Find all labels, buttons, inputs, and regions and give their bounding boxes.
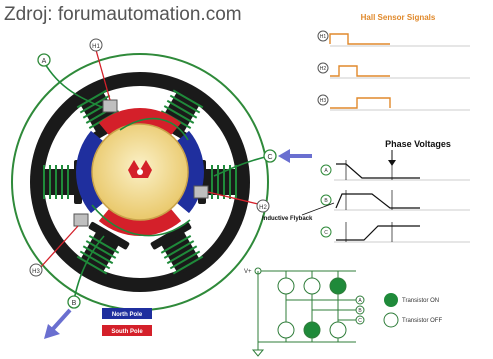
transistor-top-a (277, 277, 295, 295)
svg-text:A: A (324, 168, 328, 174)
stator-coil (43, 165, 69, 199)
ground-symbol (251, 342, 265, 357)
transistor-on-swatch (384, 293, 398, 307)
hall-label-h2: H2 (256, 199, 270, 213)
transistor-off-label: Transistor OFF (402, 318, 442, 324)
terminal-b: B (67, 295, 81, 309)
transistor-top-b (303, 277, 321, 295)
bridge-output-a: A (355, 295, 365, 305)
svg-text:C: C (267, 154, 272, 161)
hall-trace-h3: H3 (317, 94, 470, 111)
phase-traces: A B C (320, 150, 470, 243)
stator-coil (211, 165, 237, 199)
inverter-bridge: V+ ABC Transistor ON Transistor OFF (244, 267, 442, 357)
hall-trace-h2: H2 (317, 62, 470, 79)
stator-coil (160, 234, 204, 275)
svg-text:A: A (358, 298, 362, 304)
hall-signals-title: Hall Sensor Signals (361, 13, 436, 22)
phase-trace-b: B (320, 190, 470, 211)
stator-coil (76, 234, 120, 275)
svg-text:H2: H2 (259, 205, 267, 211)
phase-voltages-title: Phase Voltages (385, 139, 451, 149)
bridge-output-b: B (355, 305, 365, 315)
transistor-legend: Transistor ON Transistor OFF (383, 293, 442, 328)
svg-text:H1: H1 (320, 34, 327, 40)
hall-label-h1: H1 (89, 38, 103, 52)
pole-legend: North Pole South Pole (102, 308, 152, 336)
transistor-bottom-c (329, 321, 347, 339)
transistor-off-swatch (383, 312, 399, 328)
hall-sensors (39, 49, 259, 269)
hall-sensor-h2 (193, 185, 209, 199)
svg-text:H3: H3 (320, 98, 327, 104)
svg-text:B: B (324, 198, 328, 204)
commutation-marker-head (388, 160, 396, 166)
svg-text:C: C (324, 230, 328, 236)
hall-sensor-h3 (73, 213, 89, 227)
svg-text:C: C (358, 318, 362, 324)
svg-text:A: A (42, 58, 47, 65)
svg-text:H1: H1 (92, 44, 100, 50)
svg-text:B: B (358, 308, 362, 314)
phase-voltages-panel: Phase Voltages A B C Inductive Flyback (262, 139, 470, 243)
transistor-bottom-a (277, 321, 295, 339)
svg-text:H2: H2 (320, 66, 327, 72)
rotor-center-icon (128, 160, 152, 178)
terminal-a: A (37, 53, 51, 67)
north-pole-swatch (102, 308, 152, 319)
transistor-bottom-b (303, 321, 321, 339)
transistor-on-label: Transistor ON (402, 298, 439, 304)
svg-text:V+: V+ (244, 269, 252, 275)
svg-text:H3: H3 (32, 269, 40, 275)
arrow-into-c (278, 149, 312, 163)
transistor-top-c (329, 277, 347, 295)
inductive-flyback-label: Inductive Flyback (262, 216, 313, 222)
source-credit: Zdroj: forumautomation.com (4, 4, 242, 25)
bridge-outputs: ABC (355, 295, 365, 325)
current-flow-arrows (44, 149, 312, 339)
north-pole-label: North Pole (112, 312, 143, 318)
hall-label-h3: H3 (29, 263, 43, 277)
hall-trace-h1: H1 (317, 30, 470, 47)
flyback-pointer (301, 202, 335, 216)
arrow-out-of-b (44, 308, 72, 339)
south-pole-swatch (102, 325, 152, 336)
south-pole-label: South Pole (111, 329, 143, 335)
svg-text:B: B (72, 300, 77, 307)
terminal-c: C (263, 149, 277, 163)
motor-assembly: A C B H1 H2 H3 (11, 38, 312, 339)
motor-terminals: A C B H1 H2 H3 (29, 38, 277, 309)
bridge-output-c: C (355, 315, 365, 325)
hall-sensor-h1 (102, 99, 118, 113)
bridge-transistors (277, 277, 347, 339)
phase-trace-a: A (320, 160, 470, 181)
phase-trace-c: C (320, 222, 470, 243)
